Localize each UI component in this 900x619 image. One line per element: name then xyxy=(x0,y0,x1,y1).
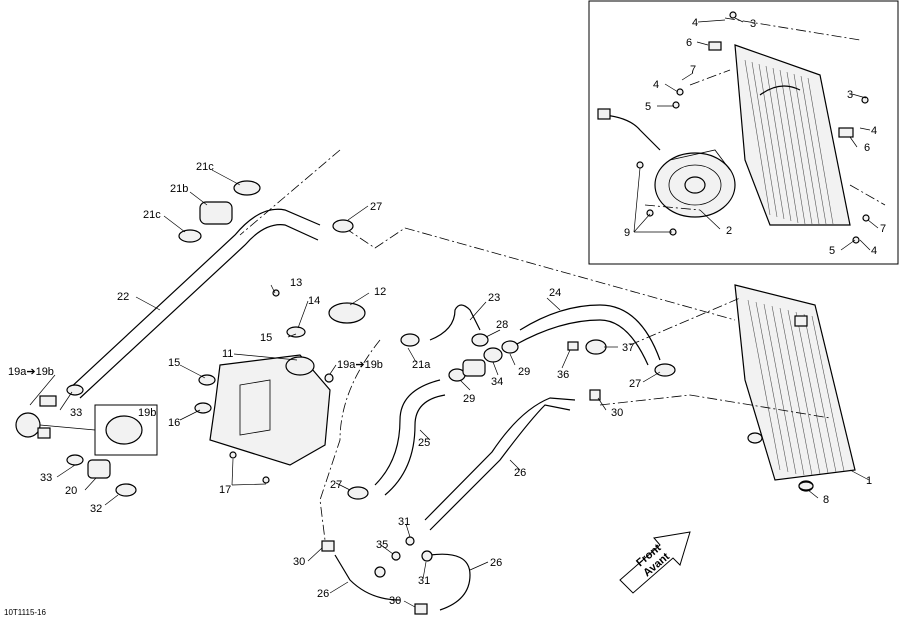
inset-radiator xyxy=(734,44,851,226)
callout-2: 2 xyxy=(726,225,732,237)
cooling-fan xyxy=(654,149,736,218)
callout-32: 32 xyxy=(90,503,102,515)
callout-27: 27 xyxy=(330,479,342,491)
callout-12: 12 xyxy=(374,286,386,298)
callout-21a: 21a xyxy=(412,359,431,371)
callout-26: 26 xyxy=(490,557,502,569)
callout-labels: 1 2 3 3 4 4 4 4 5 5 6 6 7 7 8 9 11 12 13… xyxy=(8,17,886,607)
callout-8: 8 xyxy=(823,494,829,506)
callout-24: 24 xyxy=(549,287,561,299)
callout-34: 34 xyxy=(491,376,503,388)
callout-36: 36 xyxy=(557,369,569,381)
front-direction-arrow: Front Avant xyxy=(619,531,691,594)
callout-11: 11 xyxy=(222,348,233,360)
callout-19a-19b: 19a➔19b xyxy=(8,366,54,378)
callout-30: 30 xyxy=(389,595,401,607)
callout-27: 27 xyxy=(629,378,641,390)
callout-16: 16 xyxy=(168,417,180,429)
callout-25: 25 xyxy=(418,437,430,449)
callout-35: 35 xyxy=(376,539,388,551)
callout-15: 15 xyxy=(260,332,272,344)
callout-14: 14 xyxy=(308,295,320,307)
callout-20: 20 xyxy=(65,485,77,497)
callout-4: 4 xyxy=(871,125,877,137)
callout-21c: 21c xyxy=(196,161,214,173)
callout-18: 19a➔19b xyxy=(337,359,383,371)
callout-29: 29 xyxy=(463,393,475,405)
callout-30: 30 xyxy=(293,556,305,568)
fan-detail-inset xyxy=(588,0,899,265)
diagram-code: 10T1115-16 xyxy=(4,608,47,617)
callout-21b: 21b xyxy=(170,183,188,195)
callout-21c: 21c xyxy=(143,209,161,221)
leader-lines xyxy=(29,17,879,608)
callout-15: 15 xyxy=(168,357,180,369)
callout-19b: 19b xyxy=(138,407,156,419)
callout-29: 29 xyxy=(518,366,530,378)
callout-37: 37 xyxy=(622,342,634,354)
callout-5: 5 xyxy=(645,101,651,113)
callout-4: 4 xyxy=(692,17,698,29)
callout-27: 27 xyxy=(370,201,382,213)
callout-4: 4 xyxy=(653,79,659,91)
callout-7: 7 xyxy=(690,64,696,76)
callout-26: 26 xyxy=(317,588,329,600)
callout-6: 6 xyxy=(864,142,870,154)
callout-22: 22 xyxy=(117,291,129,303)
callout-26: 26 xyxy=(514,467,526,479)
callout-3: 3 xyxy=(847,89,853,101)
callout-31: 31 xyxy=(398,516,410,528)
callout-31: 31 xyxy=(418,575,430,587)
callout-23: 23 xyxy=(488,292,500,304)
expansion-tank xyxy=(209,354,331,466)
callout-6: 6 xyxy=(686,37,692,49)
callout-9: 9 xyxy=(624,227,630,239)
callout-33: 33 xyxy=(70,407,82,419)
callout-28: 28 xyxy=(496,319,508,331)
callout-30: 30 xyxy=(611,407,623,419)
callout-3: 3 xyxy=(750,18,756,30)
callout-4: 4 xyxy=(871,245,877,257)
callout-13: 13 xyxy=(290,277,302,289)
radiator xyxy=(734,284,856,492)
callout-1: 1 xyxy=(866,475,872,487)
callout-17: 17 xyxy=(219,484,231,496)
callout-33: 33 xyxy=(40,472,52,484)
small-parts xyxy=(15,180,814,615)
callout-7: 7 xyxy=(880,223,886,235)
callout-5: 5 xyxy=(829,245,835,257)
hoses xyxy=(67,149,831,611)
